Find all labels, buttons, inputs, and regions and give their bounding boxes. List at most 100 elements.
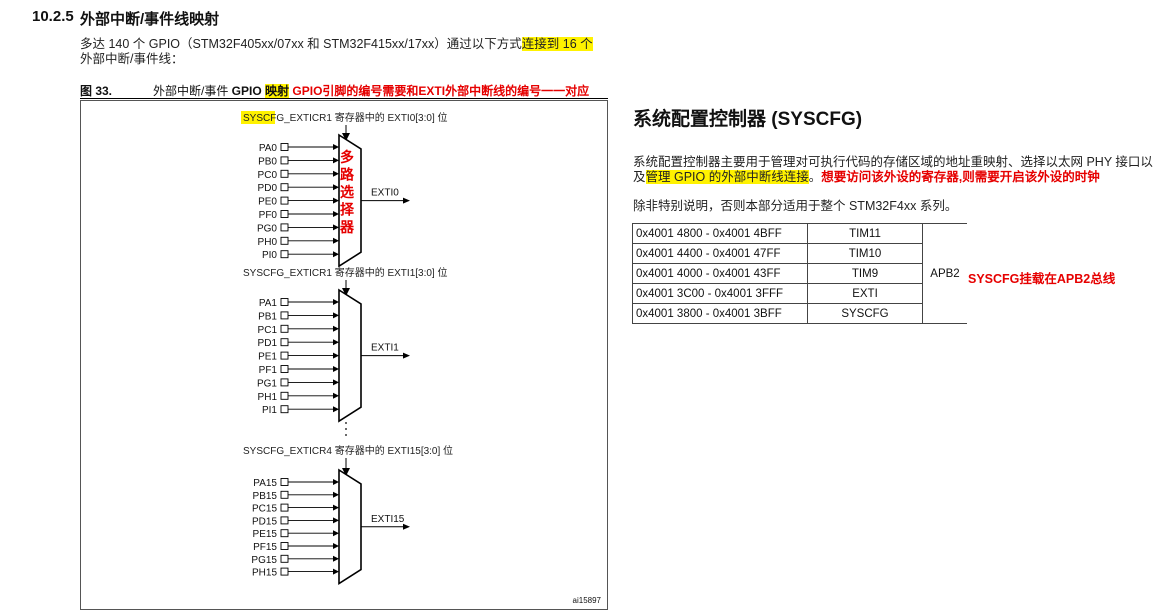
pin-arrowhead <box>333 517 339 524</box>
multiplexer <box>338 468 362 586</box>
section-number: 10.2.5 <box>32 8 74 25</box>
select-arrowhead <box>342 468 350 476</box>
gpio-pin-label: PF15 <box>253 542 277 553</box>
exti-output-label: EXTI0 <box>371 188 399 199</box>
pin-arrowhead <box>333 197 339 204</box>
gpio-pin-label: PH0 <box>258 237 278 248</box>
desc-period: 。 <box>808 170 822 184</box>
peripheral-cell: TIM11 <box>807 223 923 244</box>
pin-box <box>280 378 289 387</box>
diagram-canvas: SYSCFG_EXTICR1 寄存器中的 EXTI0[3:0] 位PA0PB0P… <box>241 111 602 605</box>
pin-box <box>280 503 289 512</box>
gpio-pin-label: PC0 <box>258 170 278 181</box>
pin-arrowhead <box>333 157 339 164</box>
pin-arrowhead <box>333 555 339 562</box>
pin-box <box>280 236 289 245</box>
pin-box <box>280 298 289 306</box>
pin-box <box>280 223 289 232</box>
peripheral-cell: TIM10 <box>807 243 923 264</box>
pin-arrowhead <box>333 568 339 575</box>
caption-text: 外部中断/事件 <box>153 84 232 98</box>
figure-label: 图 33. <box>80 84 113 98</box>
gpio-pin-label: PC1 <box>258 325 278 336</box>
output-arrowhead <box>403 523 410 530</box>
syscfg-note: 除非特别说明，否则本部分适用于整个 STM32F4xx 系列。 <box>633 199 958 213</box>
intro-text-line2: 外部中断/事件线： <box>80 52 184 66</box>
mux-annotation-char: 路 <box>340 167 355 184</box>
pin-arrowhead <box>333 170 339 177</box>
pin-arrowhead <box>333 184 339 191</box>
gpio-pin-label: PI0 <box>262 250 277 261</box>
desc-text: 系统配置控制器主要用于管理对可执行代码的存储区域的地址重映射、选择以太网 PHY… <box>633 155 1153 184</box>
pin-arrowhead <box>333 530 339 537</box>
section-title: 外部中断/事件线映射 <box>80 11 220 28</box>
pin-box <box>280 183 289 192</box>
exti-output-label: EXTI15 <box>371 514 405 525</box>
pin-box <box>280 567 289 576</box>
pin-box <box>280 196 289 205</box>
ellipsis-dot <box>345 428 347 430</box>
gpio-pin-label: PG15 <box>251 555 277 566</box>
pin-box <box>280 405 289 414</box>
pin-arrowhead <box>333 312 339 319</box>
gpio-pin-label: PC15 <box>252 504 277 515</box>
pin-arrowhead <box>333 392 339 399</box>
pin-box <box>280 338 289 347</box>
gpio-pin-label: PA1 <box>259 298 278 309</box>
bus-cell: APB2 <box>922 223 967 324</box>
address-cell: 0x4001 4800 - 0x4001 4BFF <box>632 223 808 244</box>
pin-box <box>280 210 289 218</box>
desc-annotation: 想要访问该外设的寄存器,则需要开启该外设的时钟 <box>821 170 1100 184</box>
pin-box <box>280 490 289 499</box>
pin-box <box>280 529 289 538</box>
gpio-pin-label: PG1 <box>257 378 277 389</box>
gpio-pin-label: PH15 <box>252 568 277 579</box>
mux-annotation-char: 多 <box>340 149 354 166</box>
pin-box <box>280 542 289 550</box>
intro-highlight: 连接到 16 个 <box>521 37 593 51</box>
pin-box <box>280 143 289 151</box>
figure-rule <box>80 98 608 99</box>
gpio-pin-label: PG0 <box>257 223 277 234</box>
output-arrowhead <box>403 197 410 204</box>
gpio-pin-label: PF1 <box>259 365 278 376</box>
pin-arrowhead <box>333 237 339 244</box>
gpio-pin-label: PH1 <box>258 392 278 403</box>
peripheral-cell: EXTI <box>807 283 923 304</box>
gpio-pin-label: PA0 <box>259 143 278 154</box>
select-arrowhead <box>342 133 350 141</box>
gpio-pin-label: PF0 <box>259 210 278 221</box>
pin-arrowhead <box>333 339 339 346</box>
pin-box <box>280 516 289 525</box>
mux-annotation-char: 选 <box>340 184 354 201</box>
multiplexer <box>338 288 362 423</box>
syscfg-title: 系统配置控制器 (SYSCFG) <box>633 109 863 130</box>
desc-highlight: 管理 GPIO 的外部中断线连接 <box>645 170 809 184</box>
pin-arrowhead <box>333 251 339 258</box>
register-text: _EXTICR1 寄存器中的 EXTI0[3:0] 位 <box>283 111 447 124</box>
figure-caption: 外部中断/事件 GPIO 映射 GPIO引脚的编号需要和EXTI外部中断线的编号… <box>153 82 589 99</box>
pin-arrowhead <box>333 352 339 359</box>
mux-annotation-char: 器 <box>339 220 355 236</box>
pin-box <box>280 324 289 333</box>
pin-arrowhead <box>333 406 339 413</box>
pin-box <box>280 478 289 486</box>
ellipsis-dot <box>345 434 347 436</box>
pin-box <box>280 391 289 400</box>
register-text: SYSCFG_EXTICR4 寄存器中的 EXTI15[3:0] 位 <box>243 444 453 457</box>
pin-box <box>280 351 289 360</box>
pin-arrowhead <box>333 299 339 305</box>
pin-arrowhead <box>333 211 339 217</box>
gpio-pin-label: PD1 <box>258 338 278 349</box>
mux-annotation-char: 择 <box>340 202 355 219</box>
peripheral-cell: SYSCFG <box>807 303 923 324</box>
register-label: SYSCFG_EXTICR1 寄存器中的 EXTI1[3:0] 位 <box>243 266 448 279</box>
pin-box <box>280 365 289 373</box>
caption-annotation: GPIO引脚的编号需要和EXTI外部中断线的编号一一对应 <box>292 84 590 98</box>
address-cell: 0x4001 3C00 - 0x4001 3FFF <box>632 283 808 304</box>
